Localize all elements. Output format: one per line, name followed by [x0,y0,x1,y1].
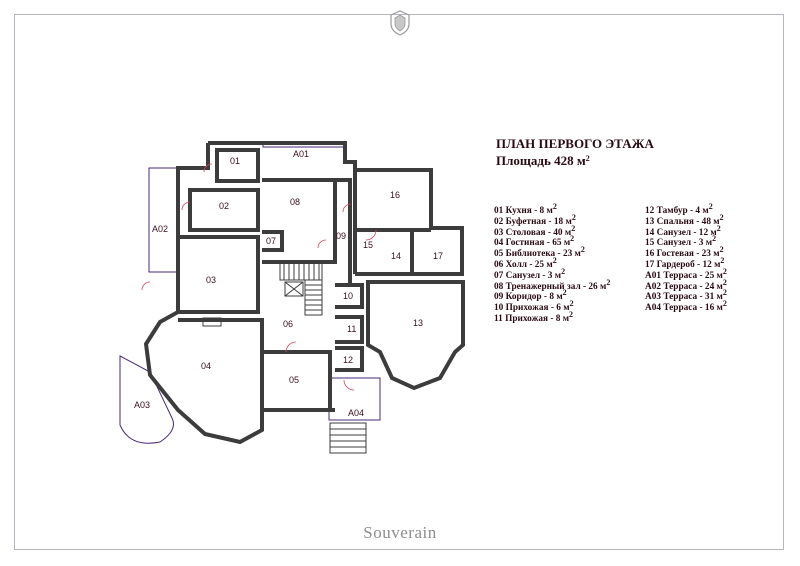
wall-02 [188,188,260,232]
stair-steps-upper [283,262,320,280]
room-label-01: 01 [230,156,240,166]
room-label-03: 03 [206,275,216,285]
wall-11 [335,315,364,344]
room-label-a04: A04 [348,408,364,418]
legend-right-column: 12 Тамбур - 4 м2 13 Спальня - 48 м2 14 С… [645,202,727,314]
wall-outer-west [208,141,464,276]
room-label-a02: A02 [152,224,168,234]
door-swing-2 [181,201,191,211]
wall-14-17 [353,230,414,274]
legend-item: 12 Тамбур - 4 м2 [645,202,713,216]
room-label-17: 17 [433,251,443,261]
brand-name: Souverain [363,523,437,542]
legend-item: 05 Библиотека - 23 м2 [494,245,585,260]
room-label-10: 10 [343,291,353,301]
room-label-11: 11 [347,324,356,334]
terrace-a03 [119,355,174,444]
plan-area-text: Площадь 428 м [496,153,586,168]
terrace-a02 [148,167,179,273]
legend-item: 11 Прихожая - 8 м2 [494,309,574,324]
room-label-07: 07 [266,236,276,246]
legend-item: 07 Санузел - 3 м2 [494,266,566,281]
legend-item: 06 Холл - 25 м2 [494,255,557,270]
room-label-02: 02 [219,201,229,211]
legend-item: 04 Гостиная - 65 м2 [494,234,575,249]
legend-item: 01 Кухня - 8 м2 [494,202,557,216]
room-label-16: 16 [390,190,400,200]
legend-item: А02 Терраса - 24 м2 [645,277,727,292]
door-swing-4 [365,229,377,241]
legend-item: 14 Санузел - 12 м2 [645,223,721,238]
fireplace [202,317,222,327]
stairs [202,261,367,454]
legend-item: 02 Буфетная - 18 м2 [494,212,576,227]
wall-07 [262,230,284,252]
page-frame [14,14,784,550]
porch-steps-lines [330,428,366,448]
legend-item: 03 Столовая - 40 м2 [494,223,576,238]
room-labels: 01 02 03 04 05 06 07 08 09 10 11 12 13 1… [134,149,443,418]
legend-item: А04 Терраса - 16 м2 [645,299,727,314]
legend-item: А01 Терраса - 25 м2 [645,266,727,281]
room-label-06: 06 [283,319,293,329]
legend-item: 15 Санузел - 3 м2 [645,234,717,249]
porch-steps [329,422,367,454]
room-label-13: 13 [413,318,423,328]
wall-10 [335,283,364,309]
room-label-05: 05 [289,375,299,385]
stair-steps-lower [305,284,322,311]
legend-item: 10 Прихожая - 6 м2 [494,299,574,314]
wall-03 [178,235,260,314]
wall-12 [335,346,364,372]
door-swing-7 [343,379,355,391]
room-label-14: 14 [391,251,401,261]
wall-04-top [178,318,264,410]
room-label-a01: A01 [293,149,309,159]
wall-09 [335,178,352,285]
walls [143,141,465,445]
wall-16 [353,170,431,232]
legend-item: 16 Гостевая - 23 м2 [645,245,724,260]
legend-left-column: 01 Кухня - 8 м2 02 Буфетная - 18 м2 03 С… [494,202,611,324]
door-swing-8 [141,281,151,291]
room-label-a03: A03 [134,400,150,410]
legend-item: 13 Спальня - 48 м2 [645,212,724,227]
legend-item: А03 Терраса - 31 м2 [645,288,727,303]
door-swing-5 [317,239,327,249]
wall-bedroom [366,280,465,391]
wall-01 [215,148,260,183]
wall-05 [262,350,332,410]
stair-upper [279,261,323,281]
elevator-cross [284,281,304,297]
stair-lower [304,279,323,316]
room-label-08: 08 [290,197,300,207]
plan-title: ПЛАН ПЕРВОГО ЭТАЖА [496,136,654,151]
door-swing-1 [203,163,213,173]
room-label-12: 12 [343,355,353,365]
legend-item: 17 Гардероб - 12 м2 [645,255,725,270]
plan-area-unit-sup: 2 [585,154,590,163]
wall-outer-west-2 [143,143,335,445]
doors [141,163,377,391]
legend-item: 08 Тренажерный зал - 26 м2 [494,277,611,292]
crest-logo-icon [390,10,410,36]
door-swing-6 [285,341,297,353]
door-swing-3 [342,203,352,213]
elevator [284,281,304,297]
legend-item: 09 Коридор - 8 м2 [494,288,567,303]
room-label-15: 15 [363,240,373,250]
room-label-09: 09 [336,231,346,241]
plan-area: Площадь 428 м2 [496,153,590,169]
room-label-04: 04 [201,361,211,371]
